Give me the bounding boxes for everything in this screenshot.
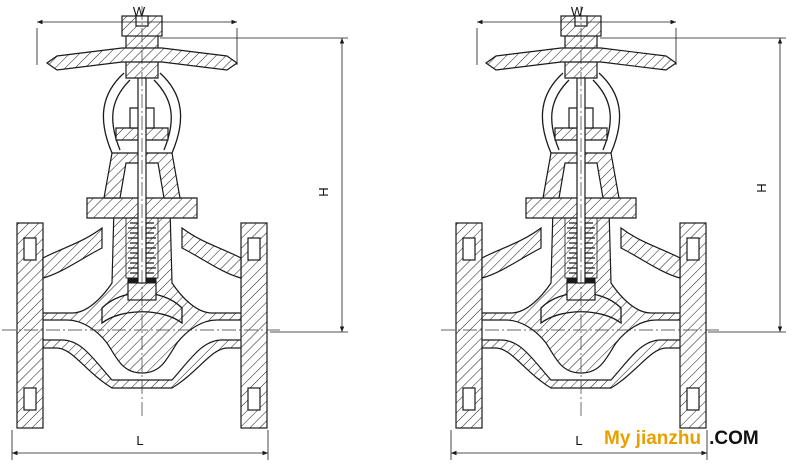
left-width-dimension: W xyxy=(36,4,238,65)
left-length-label: L xyxy=(136,433,143,448)
watermark-brand: My jianzhu xyxy=(604,428,702,449)
right-width-dimension: W xyxy=(476,4,677,65)
right-height-label: H xyxy=(754,183,769,192)
watermark-domain: .COM xyxy=(709,428,759,449)
right-width-label: W xyxy=(571,4,584,19)
left-valve-section xyxy=(1,5,283,429)
right-length-dimension: L xyxy=(450,430,708,460)
left-width-label: W xyxy=(133,4,146,19)
right-height-dimension: H xyxy=(600,37,786,333)
left-length-dimension: L xyxy=(11,430,269,460)
right-valve-section xyxy=(440,5,722,429)
right-length-label: L xyxy=(575,433,582,448)
left-height-dimension: H xyxy=(160,37,348,333)
left-height-label: H xyxy=(316,187,331,196)
watermark: My jianzhu .COM xyxy=(604,428,759,450)
